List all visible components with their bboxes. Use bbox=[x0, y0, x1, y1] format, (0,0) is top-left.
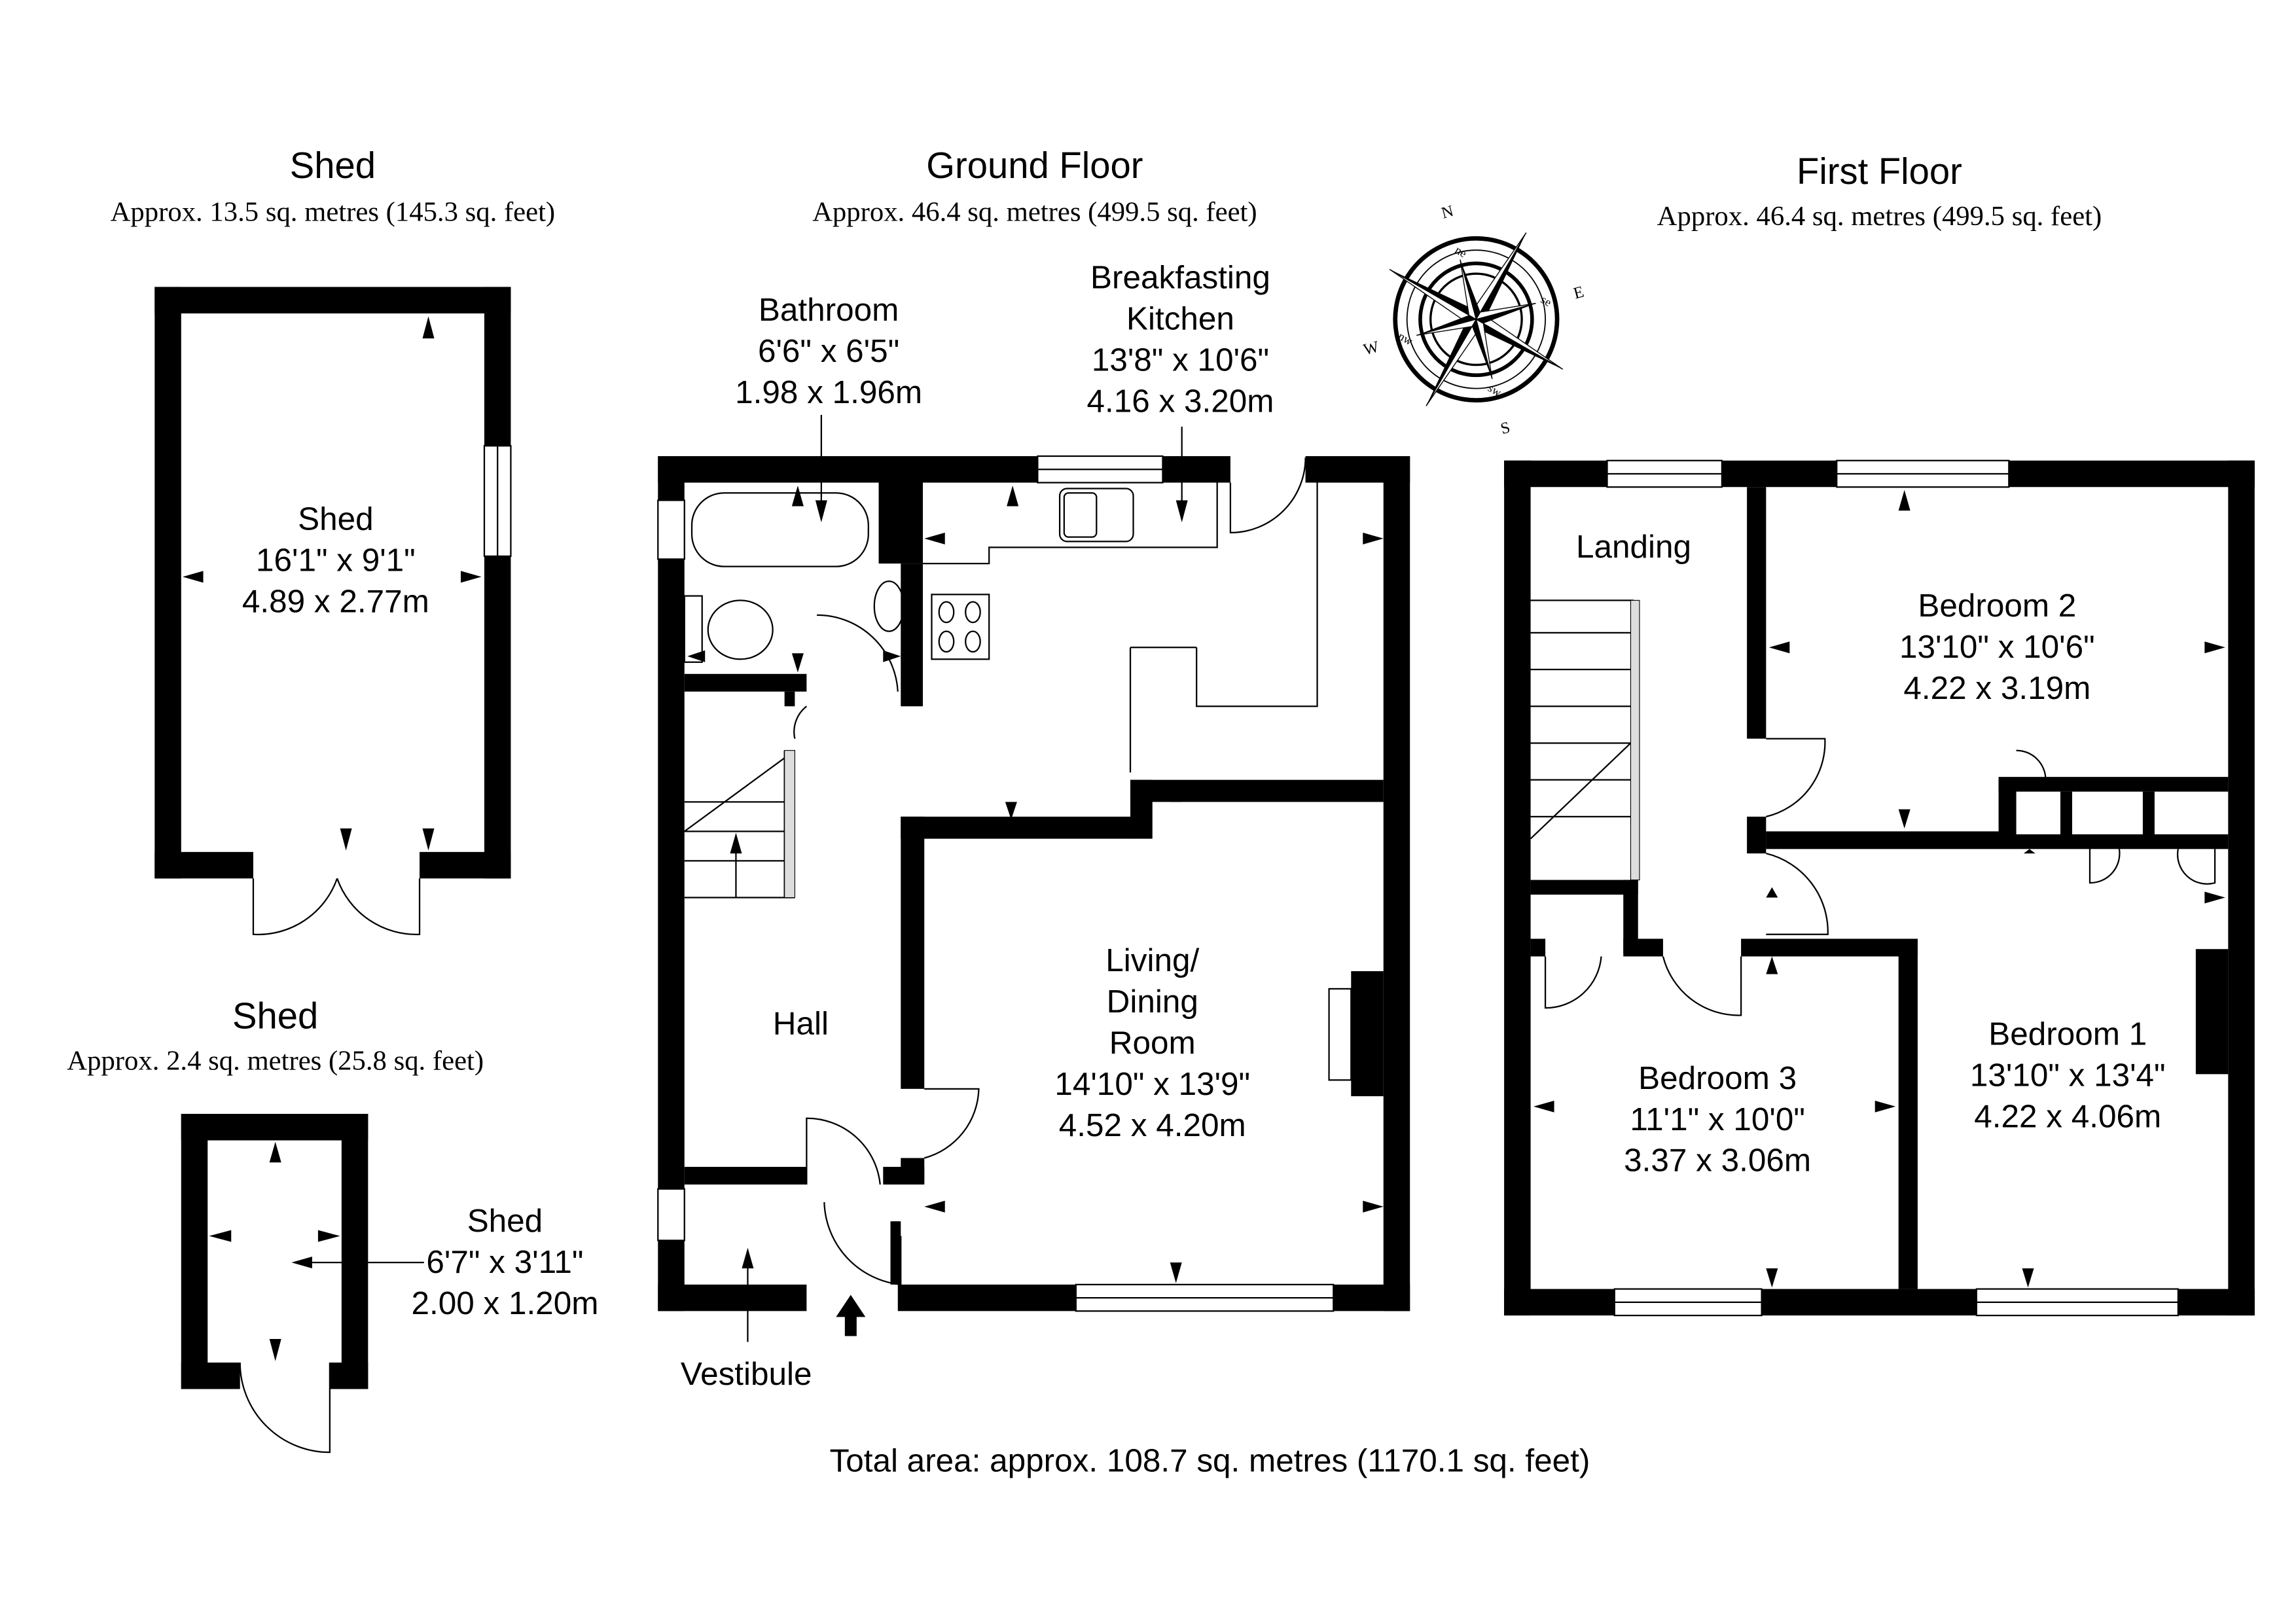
small-shed-plan: Shed Approx. 2.4 sq. metres (25.8 sq. fe… bbox=[67, 995, 598, 1454]
double-door bbox=[252, 878, 421, 936]
total-area: Total area: approx. 108.7 sq. metres (11… bbox=[829, 1442, 1590, 1478]
compass-s: S bbox=[1499, 419, 1512, 438]
bathtub bbox=[691, 492, 869, 567]
small-shed-metric: 2.00 x 1.20m bbox=[411, 1285, 598, 1321]
hall-name: Hall bbox=[773, 1006, 829, 1042]
kitchen-sink bbox=[1058, 488, 1134, 543]
first-floor-plan: First Floor Approx. 46.4 sq. metres (499… bbox=[1504, 151, 2255, 1317]
small-shed-title: Shed bbox=[232, 995, 318, 1037]
vestibule-name: Vestibule bbox=[681, 1356, 812, 1392]
entrance-arrow-icon bbox=[836, 1294, 866, 1317]
bedroom3-name: Bedroom 3 bbox=[1638, 1060, 1797, 1096]
bathroom-metric: 1.98 x 1.96m bbox=[735, 374, 922, 410]
small-shed-name: Shed bbox=[467, 1203, 543, 1239]
basin bbox=[873, 580, 905, 632]
small-shed-imperial: 6'7" x 3'11" bbox=[426, 1244, 583, 1280]
bathroom-imperial: 6'6" x 6'5" bbox=[758, 333, 899, 369]
landing-name: Landing bbox=[1576, 529, 1691, 565]
first-floor-title: First Floor bbox=[1797, 151, 1962, 192]
compass-ne: ne bbox=[1453, 243, 1469, 260]
large-shed-plan: Shed Approx. 13.5 sq. metres (145.3 sq. … bbox=[111, 145, 556, 936]
bathroom-name: Bathroom bbox=[759, 292, 899, 328]
large-shed-name: Shed bbox=[298, 501, 373, 537]
large-shed-imperial: 16'1" x 9'1" bbox=[256, 542, 416, 578]
door bbox=[239, 1363, 331, 1454]
bedroom1-name: Bedroom 1 bbox=[1988, 1016, 2147, 1052]
living-imperial: 14'10" x 13'9" bbox=[1054, 1066, 1250, 1102]
compass-e: E bbox=[1571, 283, 1586, 302]
living-name-3: Room bbox=[1109, 1025, 1196, 1061]
compass-n: N bbox=[1439, 202, 1455, 223]
bedroom1-metric: 4.22 x 4.06m bbox=[1974, 1098, 2161, 1134]
staircase bbox=[684, 749, 796, 899]
kitchen-imperial: 13'8" x 10'6" bbox=[1092, 342, 1269, 378]
staircase bbox=[1530, 599, 1640, 881]
kitchen-metric: 4.16 x 3.20m bbox=[1087, 383, 1274, 419]
living-name-1: Living/ bbox=[1105, 942, 1199, 978]
toilet bbox=[707, 599, 774, 660]
large-shed-metric: 4.89 x 2.77m bbox=[242, 583, 429, 619]
bedroom2-name: Bedroom 2 bbox=[1918, 588, 2076, 624]
living-metric: 4.52 x 4.20m bbox=[1059, 1107, 1246, 1143]
ground-floor-plan: Ground Floor Approx. 46.4 sq. metres (49… bbox=[657, 145, 1410, 1392]
ground-floor-title: Ground Floor bbox=[926, 145, 1143, 186]
kitchen-name-1: Breakfasting bbox=[1090, 260, 1270, 296]
large-shed-title: Shed bbox=[290, 145, 376, 186]
bedroom3-metric: 3.37 x 3.06m bbox=[1624, 1143, 1811, 1179]
living-name-2: Dining bbox=[1107, 984, 1198, 1020]
bedroom1-imperial: 13'10" x 13'4" bbox=[1970, 1057, 2166, 1093]
bedroom2-imperial: 13'10" x 10'6" bbox=[1899, 629, 2095, 665]
first-floor-area: Approx. 46.4 sq. metres (499.5 sq. feet) bbox=[1657, 201, 2102, 232]
kitchen-name-2: Kitchen bbox=[1126, 301, 1234, 337]
compass-w: W bbox=[1361, 338, 1381, 359]
bedroom2-metric: 4.22 x 3.19m bbox=[1903, 670, 2090, 706]
small-shed-area: Approx. 2.4 sq. metres (25.8 sq. feet) bbox=[67, 1046, 484, 1077]
hob bbox=[931, 594, 990, 660]
bedroom3-imperial: 11'1" x 10'0" bbox=[1630, 1101, 1805, 1137]
ground-floor-area: Approx. 46.4 sq. metres (499.5 sq. feet) bbox=[812, 196, 1257, 227]
large-shed-area: Approx. 13.5 sq. metres (145.3 sq. feet) bbox=[111, 196, 556, 227]
